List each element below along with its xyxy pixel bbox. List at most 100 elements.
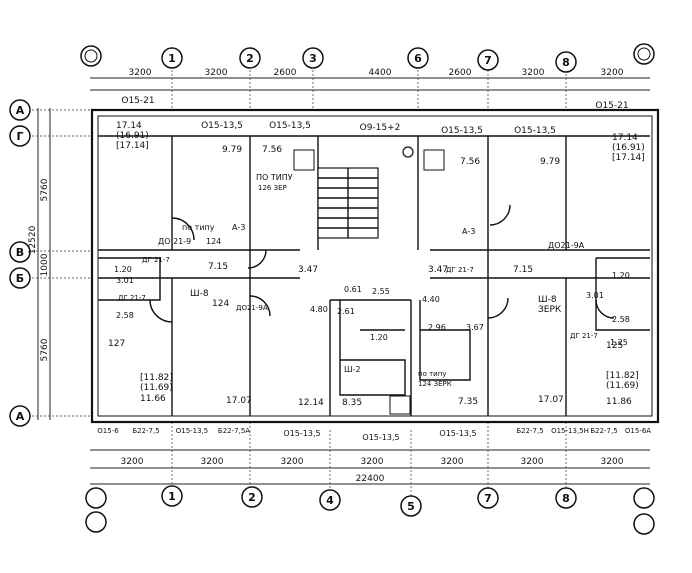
window-top-3: O15-13,5 — [269, 121, 311, 131]
room-small1: 4.80 — [310, 305, 328, 314]
label-po-tipu-6: 124 ЗЕРК — [418, 380, 452, 388]
room-bl-area-2: (11.69) — [140, 383, 173, 393]
room-kitchen-l2: 7.56 — [262, 145, 282, 155]
dim-bottom-1: 3200 — [121, 457, 144, 467]
room-lobby-r: 3.47 — [428, 265, 448, 275]
room-s11: 2.58 — [116, 311, 134, 320]
label-po-tipu-4: 124 — [206, 237, 221, 246]
dim-top-6: 3200 — [522, 68, 545, 78]
dim-top-5: 2600 — [449, 68, 472, 78]
axis-bottom-5: 5 — [407, 500, 415, 513]
window-bottom-9: O15-13,5Н — [551, 427, 589, 435]
dim-top-2: 3200 — [205, 68, 228, 78]
axis-bottom-1: 1 — [168, 490, 176, 503]
staircase-steps — [318, 168, 378, 238]
room-hall-l: 7.15 — [208, 262, 228, 272]
room-tr-area-2: (16.91) — [612, 143, 645, 153]
axis-bottom-8: 8 — [562, 492, 570, 505]
room-small2: 2.61 — [337, 307, 355, 316]
bathroom-right — [595, 257, 650, 331]
dim-bottom-7: 3200 — [601, 457, 624, 467]
room-s15: 1.25 — [610, 338, 628, 347]
room-small4: 2.55 — [372, 287, 390, 296]
room-bm2: 12.14 — [298, 398, 324, 408]
window-bottom-3: O15-13,5 — [176, 427, 209, 435]
room-br-area: [11.82] — [606, 371, 639, 381]
room-bl-area-3: 11.66 — [140, 394, 166, 404]
room-kitchen-r: 7.56 — [460, 157, 480, 167]
room-br-area-2: (11.69) — [606, 381, 639, 391]
axis-left-A-top: А — [16, 104, 25, 117]
dim-left-1: 5760 — [40, 178, 50, 201]
room-small5: 1.20 — [370, 333, 388, 342]
room-tl-area: 17.14 — [116, 121, 142, 131]
room-tl-area-2: (16.91) — [116, 131, 149, 141]
label-125: 125 — [606, 341, 623, 351]
label-po-tipu-5: по типу — [418, 370, 446, 378]
axis-bottom-7: 7 — [484, 492, 492, 505]
room-bm3: 8.35 — [342, 398, 362, 408]
room-small9: 4.40 — [422, 295, 440, 304]
door-arc-4 — [149, 299, 173, 323]
dim-top-4: 4400 — [369, 68, 392, 78]
label-po-tipu-1: ПО ТИПУ — [256, 173, 293, 182]
label-a3-l: А-3 — [232, 223, 245, 232]
chute-icon — [402, 146, 414, 158]
room-small7: 2.96 — [428, 323, 446, 332]
window-top-1: O15-21 — [121, 96, 154, 106]
room-small8: 3.67 — [466, 323, 484, 332]
inner-wall-line — [97, 115, 653, 417]
axis-left-A-bottom: А — [16, 410, 25, 423]
dim-bottom-3: 3200 — [281, 457, 304, 467]
axis-left-G: Г — [16, 130, 23, 143]
axis-top-2: 2 — [246, 52, 254, 65]
door-arc-7 — [595, 299, 615, 319]
dim-bottom-5: 3200 — [441, 457, 464, 467]
label-sh8-l-n: 124 — [212, 299, 229, 309]
room-small6: 1.20 — [114, 265, 132, 274]
room-tl-area-3: [17.14] — [116, 141, 149, 151]
dim-total-bottom: 22400 — [356, 474, 385, 484]
window-bottom-7: O15-13,5 — [439, 429, 476, 438]
axis-bubbles-left — [9, 99, 31, 427]
dim-left-4: 5760 — [40, 338, 50, 361]
interior-walls-lower — [171, 278, 567, 416]
label-127: 127 — [108, 339, 125, 349]
center-utility-walls-right — [419, 300, 471, 381]
label-do21-l: ДО 21-9 — [158, 237, 191, 246]
axis-bubbles-bottom — [85, 485, 655, 535]
room-kitchen-l: 9.79 — [222, 145, 242, 155]
room-small3: 0.61 — [344, 285, 362, 294]
room-bm1: 17.07 — [226, 396, 252, 406]
label-door-r1: ДГ 21-7 — [446, 266, 474, 274]
axis-bottom-2: 2 — [248, 491, 256, 504]
center-utility-walls — [339, 300, 406, 396]
label-sh2: Ш-2 — [344, 365, 361, 374]
door-arc-6 — [487, 297, 509, 319]
room-s13: 3.01 — [586, 291, 604, 300]
window-bottom-8: Б22-7,5 — [516, 427, 543, 435]
room-lobby-l: 3.47 — [298, 265, 318, 275]
label-do21-r: ДО21-9А — [548, 241, 585, 250]
window-top-7: O15-21 — [595, 101, 628, 111]
axis-left-V: В — [16, 246, 24, 259]
room-tr-area: 17.14 — [612, 133, 638, 143]
room-s12: 1.20 — [612, 271, 630, 280]
label-door-l2: ДГ 21-7 — [118, 294, 146, 302]
room-tr-area-3: [17.14] — [612, 153, 645, 163]
label-do21-9a: ДО21-9А — [236, 304, 268, 312]
stove-right-icon — [423, 149, 445, 171]
door-arc-3 — [489, 204, 511, 226]
label-sh8-r: Ш-8 — [538, 295, 557, 305]
door-arc-2 — [247, 249, 267, 269]
window-bottom-5: O15-13,5 — [283, 429, 320, 438]
dim-left-3: 1000 — [40, 253, 50, 276]
door-arc-5 — [249, 295, 271, 317]
label-a3-r: А-3 — [462, 227, 475, 236]
axis-top-7: 7 — [484, 54, 492, 67]
window-top-5: O15-13,5 — [441, 126, 483, 136]
dim-top-7: 3200 — [601, 68, 624, 78]
axis-top-3: 3 — [309, 52, 317, 65]
axis-top-6: 6 — [414, 52, 422, 65]
